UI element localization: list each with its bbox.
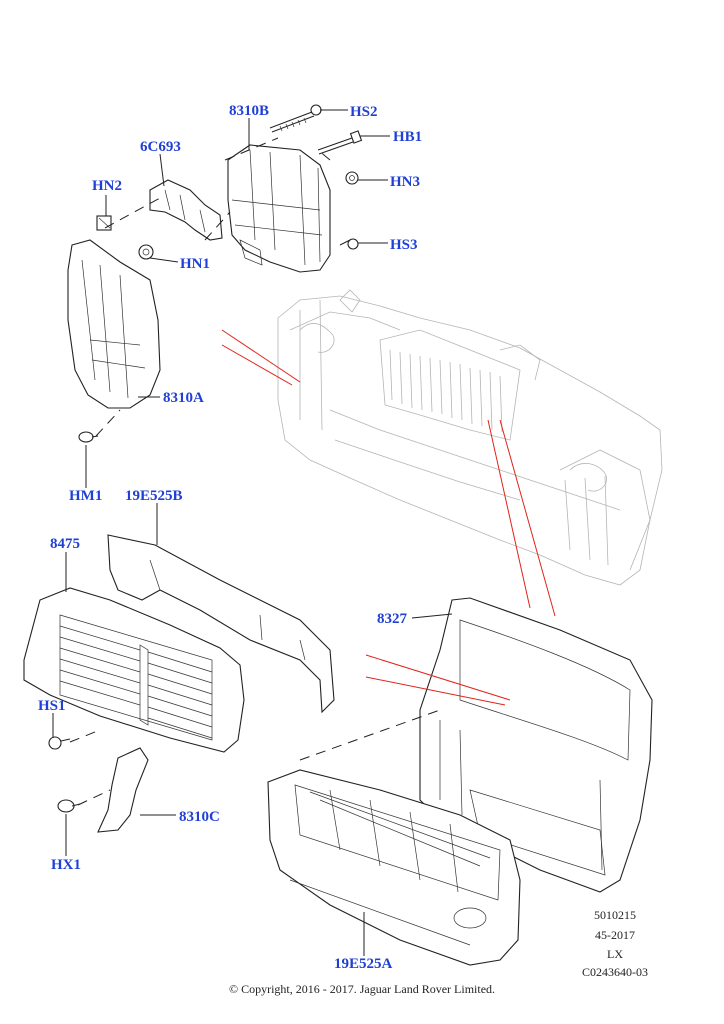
bolt-HB1-icon xyxy=(317,130,363,155)
part-19E525A xyxy=(267,769,521,966)
nut-HN1-icon xyxy=(138,244,154,260)
part-6C693 xyxy=(149,179,223,241)
ref-code-2: 45-2017 xyxy=(595,928,635,942)
label-6C693[interactable]: 6C693 xyxy=(140,139,181,155)
part-19E525B xyxy=(107,534,335,714)
vehicle-front-end-ghost xyxy=(277,289,663,586)
label-8310A[interactable]: 8310A xyxy=(163,390,204,406)
label-HM1[interactable]: HM1 xyxy=(69,488,102,504)
label-HB1[interactable]: HB1 xyxy=(393,129,422,145)
pin-HM1-icon xyxy=(78,431,99,443)
label-8475[interactable]: 8475 xyxy=(50,536,80,552)
screw-HS3-icon xyxy=(339,238,359,250)
pin-HX1-icon xyxy=(57,799,81,813)
leader-lines xyxy=(52,109,453,956)
ref-code-1: 5010215 xyxy=(594,908,636,922)
screw-HS1-icon xyxy=(48,736,71,750)
label-HX1[interactable]: HX1 xyxy=(51,857,81,873)
nut-HN3-icon xyxy=(345,171,359,185)
label-8310B[interactable]: 8310B xyxy=(229,103,269,119)
clip-HN2-icon xyxy=(96,215,112,231)
ref-code-4: C0243640-03 xyxy=(582,965,648,979)
part-8310C xyxy=(97,747,149,833)
part-8327 xyxy=(419,597,653,893)
label-HN1[interactable]: HN1 xyxy=(180,256,210,272)
label-8327[interactable]: 8327 xyxy=(377,611,408,627)
ref-code-3: LX xyxy=(607,947,623,961)
part-8475 xyxy=(23,587,245,753)
part-labels: 8310B HS2 HB1 6C693 HN2 HN3 HS3 HN1 8310… xyxy=(38,103,422,972)
copyright-text: © Copyright, 2016 - 2017. Jaguar Land Ro… xyxy=(228,982,496,996)
part-8310B xyxy=(227,144,331,273)
label-HS3[interactable]: HS3 xyxy=(390,237,418,253)
label-19E525A[interactable]: 19E525A xyxy=(334,956,393,972)
callout-lines xyxy=(221,329,556,706)
label-8310C[interactable]: 8310C xyxy=(179,809,220,825)
label-HN2[interactable]: HN2 xyxy=(92,178,122,194)
assembly-lines xyxy=(69,137,441,806)
label-HN3[interactable]: HN3 xyxy=(390,174,420,190)
part-8310A xyxy=(67,239,161,409)
bolt-HS2-icon xyxy=(269,104,322,133)
label-19E525B[interactable]: 19E525B xyxy=(125,488,183,504)
label-HS2[interactable]: HS2 xyxy=(350,104,378,120)
label-HS1[interactable]: HS1 xyxy=(38,698,66,714)
fasteners xyxy=(48,104,363,813)
